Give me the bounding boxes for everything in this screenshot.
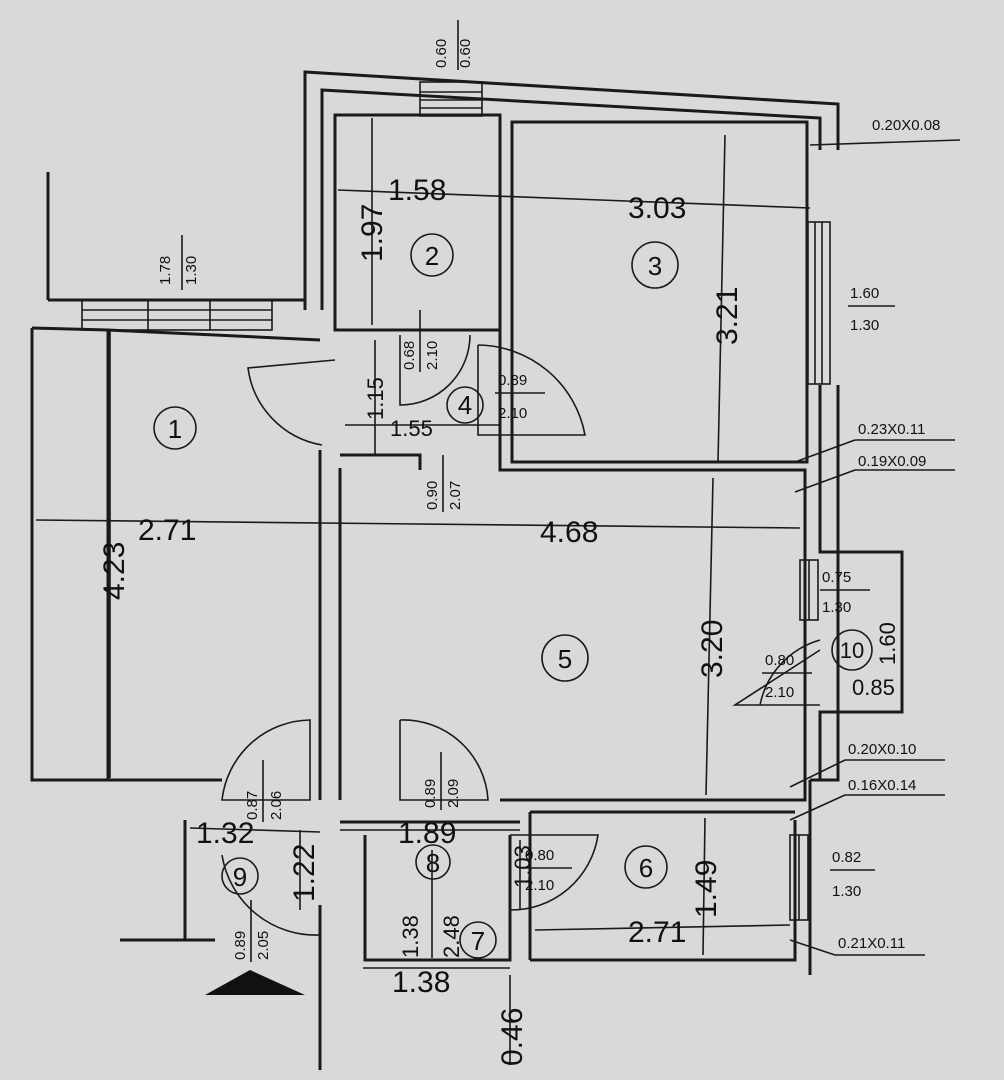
door-19-b: 2.06 [268, 791, 285, 820]
window-room1-a: 1.78 [157, 256, 174, 285]
room-10-number: 10 [840, 638, 864, 663]
room-7-width-bottom: 1.38 [392, 966, 450, 999]
window-room6-b: 1.30 [832, 883, 861, 900]
room-8-number: 8 [426, 848, 440, 878]
window-room1 [81, 299, 273, 331]
window-room10-b: 1.30 [822, 599, 851, 616]
room-8-height: 1.03 [510, 845, 535, 888]
inner-walls [106, 113, 809, 1070]
room-7-width: 1.38 [398, 915, 423, 958]
door-9-b: 2.05 [255, 931, 272, 960]
door-2-b: 2.10 [424, 341, 441, 370]
room-2-number: 2 [425, 241, 439, 271]
room-4-height: 1.15 [363, 377, 388, 420]
dimension-lines [35, 118, 961, 1065]
vent-1: 0.20X0.08 [872, 117, 940, 134]
door-6-b: 2.10 [525, 877, 554, 894]
room-9-height: 1.22 [288, 844, 321, 902]
room-1-number: 1 [168, 414, 182, 444]
room-2-width: 1.58 [388, 174, 446, 207]
window-room1-b: 1.30 [183, 256, 200, 285]
vent-6: 0.21X0.11 [838, 935, 905, 952]
room-8-width: 1.89 [398, 817, 456, 850]
window-room3-a: 1.60 [850, 285, 879, 302]
window-top-a: 0.60 [433, 39, 450, 68]
door-3-b: 2.10 [498, 405, 527, 422]
room-10-height: 1.60 [875, 622, 900, 665]
room-9-width: 1.32 [196, 817, 254, 850]
window-labels: 0.60 0.60 1.78 1.30 1.60 1.30 0.75 1.30 … [157, 20, 895, 900]
door-6-a: 0.80 [525, 847, 554, 864]
room-3-width: 3.03 [628, 192, 686, 225]
bottom-dimension: 0.46 [496, 1008, 529, 1066]
room-markers: 1 2 3 4 5 6 7 8 9 10 [153, 233, 873, 959]
door-45-a: 0.90 [424, 481, 441, 510]
room-1-width: 2.71 [138, 514, 196, 547]
window-room6 [789, 834, 809, 921]
room-2-height: 1.97 [356, 204, 389, 262]
room-7-height: 2.48 [439, 915, 464, 958]
window-room3-b: 1.30 [850, 317, 879, 334]
room-3-number: 3 [648, 251, 662, 281]
vent-labels: 0.20X0.08 0.23X0.11 0.19X0.09 0.20X0.10 … [838, 117, 940, 952]
room-9-number: 9 [233, 862, 247, 892]
room-5-height: 3.20 [696, 620, 729, 678]
door-3-a: 0.89 [498, 372, 527, 389]
room-5-number: 5 [558, 644, 572, 674]
vent-3: 0.19X0.09 [858, 453, 926, 470]
room-6-number: 6 [639, 853, 653, 883]
room-3-height: 3.21 [711, 287, 744, 345]
window-room10-a: 0.75 [822, 569, 851, 586]
vent-4: 0.20X0.10 [848, 741, 916, 758]
room-1-height: 4.23 [98, 542, 131, 600]
door-10-b: 2.10 [765, 684, 794, 701]
window-room6-a: 0.82 [832, 849, 861, 866]
door-labels: 0.68 2.10 0.89 2.10 0.90 2.07 0.80 2.10 … [232, 310, 812, 962]
door-9-a: 0.89 [232, 931, 249, 960]
room-10-width: 0.85 [852, 675, 895, 700]
window-top [419, 81, 483, 117]
door-58-a: 0.89 [422, 779, 439, 808]
window-room10 [799, 559, 819, 621]
entrance-arrow-icon [205, 970, 305, 995]
room-4-width: 1.55 [390, 416, 433, 441]
windows [81, 81, 831, 921]
room-5-width: 4.68 [540, 516, 598, 549]
window-top-b: 0.60 [457, 39, 474, 68]
room-4-number: 4 [458, 390, 472, 420]
door-45-b: 2.07 [447, 481, 464, 510]
door-19-a: 0.87 [244, 791, 261, 820]
room-6-width: 2.71 [628, 916, 686, 949]
room-6-height: 1.49 [690, 860, 723, 918]
room-7-number: 7 [471, 926, 485, 956]
door-swings [221, 334, 821, 936]
window-room3 [807, 221, 831, 385]
room-dimensions: 1.58 1.97 3.03 3.21 2.71 4.23 1.55 1.15 … [98, 174, 900, 1066]
vent-5: 0.16X0.14 [848, 777, 916, 794]
door-10-a: 0.80 [765, 652, 794, 669]
door-2-a: 0.68 [401, 341, 418, 370]
door-58-b: 2.09 [445, 779, 462, 808]
vent-2: 0.23X0.11 [858, 421, 925, 438]
